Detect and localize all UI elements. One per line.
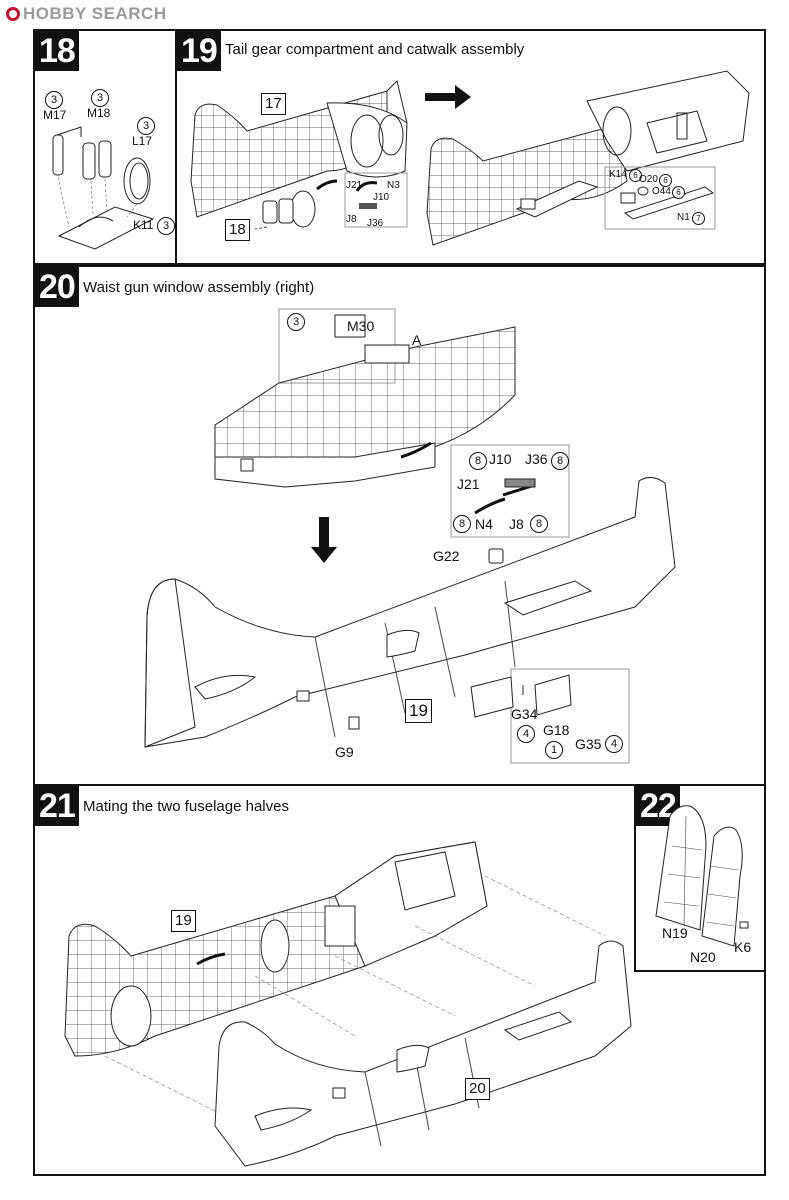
part-label-g34: G34 [511,706,538,722]
qty-marker: 8 [551,452,569,470]
qty-marker: 7 [692,212,705,225]
qty-marker: 6 [672,186,685,199]
qty-marker: 8 [469,452,487,470]
part-label-o20: O20 [639,174,658,185]
part-label-j10: J10 [489,451,512,467]
qty-marker: 1 [545,741,563,759]
part-label-k11: K11 [133,218,154,232]
part-label-m17: M17 [43,108,67,122]
part-label-m30: M30 [347,318,375,334]
qty-marker: 3 [287,313,305,331]
step-number: 22 [636,786,680,826]
part-label-k14: K14 [609,169,627,180]
qty-marker: 3 [137,117,155,135]
step-number: 20 [35,267,79,307]
part-label-n19: N19 [662,925,688,941]
part-label-n3: N3 [387,180,400,191]
step-title: Waist gun window assembly (right) [83,279,315,296]
qty-marker: 8 [530,515,548,533]
step-19-panel: 19 Tail gear compartment and catwalk ass… [175,29,766,265]
part-label-o44: O44 [652,186,671,197]
step-title: Mating the two fuselage halves [83,798,289,815]
waist-gun-window-drawing [144,308,676,764]
step-22-panel: 22 N19 N20 K6 [634,784,766,972]
part-label-n4: N4 [475,516,493,532]
part-label-j21: J21 [457,476,480,492]
site-header: HOBBY SEARCH [0,0,789,28]
part-label-l17: L17 [132,134,153,148]
qty-marker: 6 [629,169,642,182]
step-20-panel: 20 Waist gun window assembly (right) [33,265,766,786]
qty-marker: 6 [659,174,672,187]
part-label-g35: G35 [575,736,602,752]
part-label-n20: N20 [690,949,716,965]
part-label-j21: J21 [346,180,363,191]
part-label-a: A [412,332,422,348]
part-label-j8: J8 [346,214,357,225]
ref-box-19: 19 [405,699,432,723]
qty-marker: 3 [91,89,109,107]
site-logo[interactable]: HOBBY SEARCH [6,4,167,24]
step-18-panel: 18 3 M17 3 M18 3 L17 K11 3 [33,29,177,265]
part-label-j36: J36 [525,451,548,467]
part-label-j36: J36 [367,218,384,229]
ref-box-20: 20 [465,1078,490,1100]
part-label-n1: N1 [677,212,690,223]
ref-box-18: 18 [225,219,250,241]
qty-marker: 8 [453,515,471,533]
step-number: 21 [35,786,79,826]
qty-marker: 3 [45,91,63,109]
part-label-j8: J8 [509,516,524,532]
part-label-j10: J10 [373,192,390,203]
part-label-g18: G18 [543,722,570,738]
step-title: Tail gear compartment and catwalk assemb… [225,41,525,58]
part-label-g22: G22 [433,548,460,564]
qty-marker: 4 [517,725,535,743]
qty-marker: 4 [605,735,623,753]
ref-box-19: 19 [171,910,196,932]
part-label-g9: G9 [335,744,354,760]
ref-box-17: 17 [261,93,286,115]
step-number: 19 [177,31,221,71]
part-label-m18: M18 [87,106,111,120]
logo-mark-icon [6,7,20,21]
tail-gear-catwalk-drawing [190,70,750,246]
qty-marker: 3 [157,217,175,235]
part-label-k6: K6 [734,939,752,955]
step-number: 18 [35,31,79,71]
